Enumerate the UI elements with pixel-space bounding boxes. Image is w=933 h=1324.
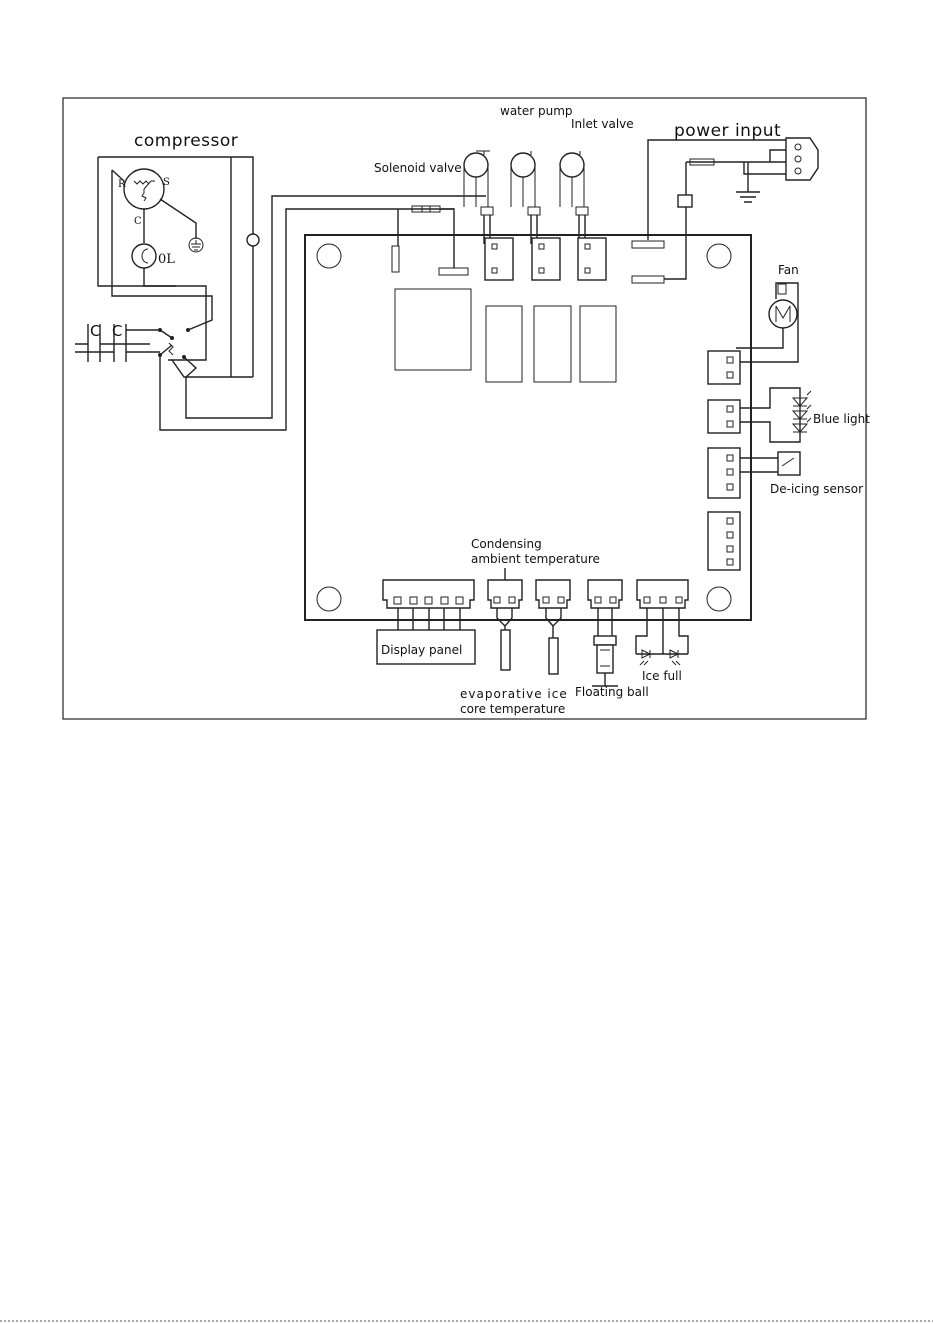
connector-fan — [708, 351, 740, 384]
connector-de-icing — [708, 448, 740, 498]
inlet-valve-icon — [560, 151, 588, 244]
compressor-label: compressor — [134, 131, 238, 151]
power-input-label: power input — [674, 121, 781, 141]
de-icing-sensor-label: De-icing sensor — [770, 482, 863, 496]
solenoid-valve-label: Solenoid valve — [374, 161, 462, 175]
compressor-r-label: R — [118, 179, 126, 190]
floating-ball-label: Floating ball — [575, 685, 649, 699]
ice-full-label: Ice full — [642, 669, 682, 683]
connector-inlet — [578, 238, 606, 280]
inlet-valve-label: Inlet valve — [571, 117, 634, 131]
compressor-c-label: C — [134, 216, 142, 227]
capacitor-label-2: C — [112, 322, 122, 340]
condensing-label-line2: ambient temperature — [471, 552, 600, 566]
overload-protector-icon — [132, 209, 206, 360]
overload-label: 0L — [158, 252, 175, 267]
blue-light-label: Blue light — [813, 412, 870, 426]
evaporative-label-line2: core temperature — [460, 702, 565, 716]
capacitor-label-1: C — [90, 322, 100, 340]
ground-icon — [736, 162, 760, 202]
connector-display — [383, 580, 474, 630]
connector-solenoid — [485, 238, 513, 280]
compressor-fuse-icon — [247, 228, 259, 377]
condensing-label-line1: Condensing — [471, 537, 542, 551]
display-panel-label: Display panel — [381, 643, 462, 657]
compressor-s-label: S — [163, 177, 170, 188]
water-pump-icon — [511, 151, 540, 244]
fan-label: Fan — [778, 263, 799, 277]
evaporative-label-line1: evaporative ice — [460, 687, 568, 701]
connector-spare — [708, 512, 740, 570]
connector-pump — [532, 238, 560, 280]
water-pump-label: water pump — [500, 104, 573, 118]
ice-full-sensor-icon — [636, 650, 688, 665]
floating-ball-icon — [592, 636, 618, 686]
solenoid-valve-icon — [464, 151, 493, 244]
connector-evaporative — [536, 580, 570, 674]
connector-floating-ball — [588, 580, 622, 636]
compressor-ground-icon — [160, 199, 203, 252]
connector-blue-light — [708, 400, 740, 433]
compressor-symbol — [124, 169, 164, 209]
